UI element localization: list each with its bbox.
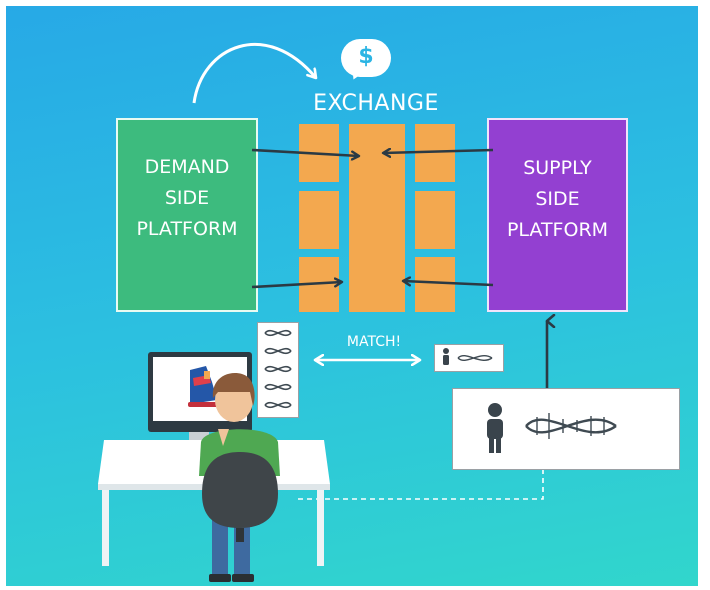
person-icon: [443, 348, 449, 365]
exchange-left-block-middle: [299, 191, 339, 249]
ssp-to-exchange-arrow-top: [383, 150, 494, 153]
diagram-canvas: DEMAND SIDE PLATFORM SUPPLY SIDE PLATFOR…: [6, 6, 698, 586]
ski-boot-icon: [188, 366, 220, 407]
user-profile-dna-card: [257, 322, 299, 418]
person-icon: [487, 403, 503, 453]
supply-side-platform-box: SUPPLY SIDE PLATFORM: [487, 118, 628, 312]
ssp-to-exchange-arrow-bottom: [403, 281, 494, 285]
dashed-connector: [298, 470, 544, 500]
diagram-graphics: [98, 42, 617, 582]
dsp-to-exchange-arrow-bottom: [251, 282, 342, 289]
demand-side-platform-box: DEMAND SIDE PLATFORM: [116, 118, 258, 312]
curved-arrow-icon: [192, 42, 316, 104]
dna-strand-icon: [264, 329, 292, 409]
exchange-right-block-middle: [415, 191, 455, 249]
person-at-desk: [199, 373, 280, 582]
dollar-speech-bubble-icon: [341, 39, 391, 77]
match-label: MATCH!: [346, 334, 402, 350]
supply-side-platform-label: SUPPLY SIDE PLATFORM: [506, 157, 609, 241]
exchange-right-block-bottom: [415, 257, 455, 312]
demand-side-platform-label: DEMAND SIDE PLATFORM: [136, 156, 238, 240]
dollar-sign: $: [358, 44, 374, 69]
dsp-to-exchange-arrow-top: [251, 148, 359, 156]
exchange-title: EXCHANGE: [313, 91, 439, 116]
dna-strand-icon: [457, 355, 493, 361]
dna-strand-icon: [525, 413, 617, 439]
